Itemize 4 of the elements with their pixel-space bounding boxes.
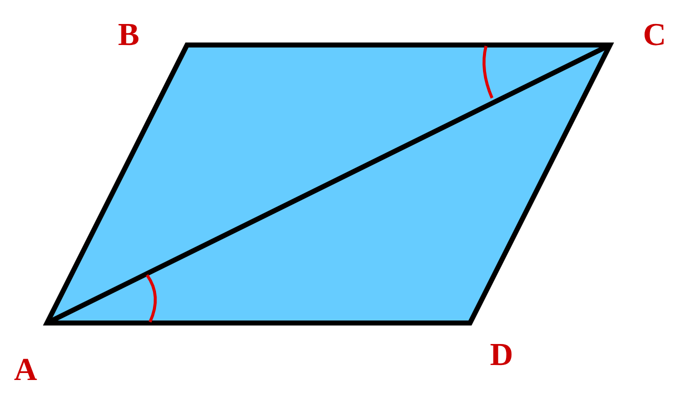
- vertex-label: B: [118, 18, 140, 50]
- vertex-label: D: [490, 338, 514, 370]
- vertex-label: C: [643, 18, 666, 50]
- vertex-label: A: [14, 353, 38, 385]
